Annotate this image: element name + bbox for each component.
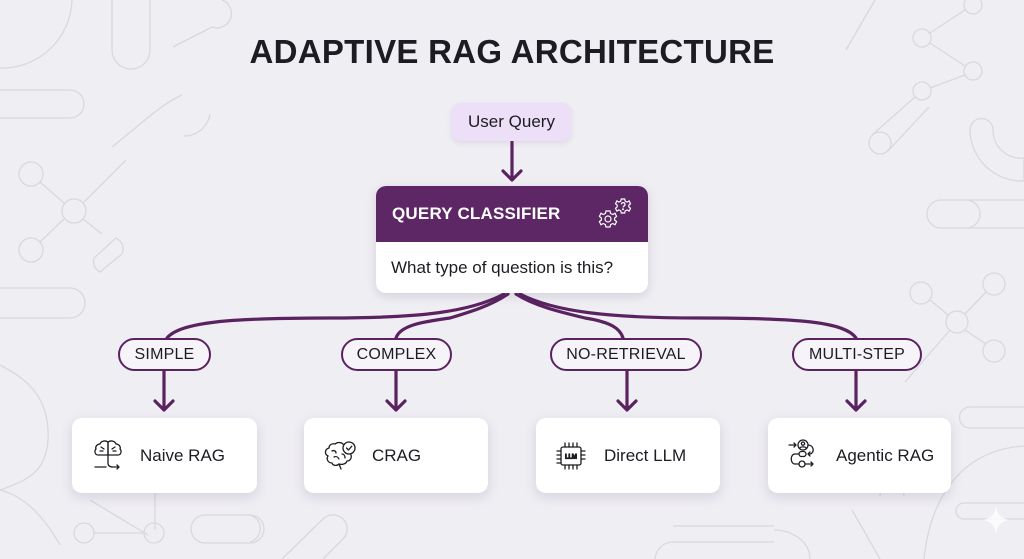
query-classifier-node: QUERY CLASSIFIER What type of question i… (376, 186, 648, 293)
arrow-simple-to-card (153, 369, 175, 412)
agent-workflow-icon (788, 438, 814, 468)
llm-chip-icon: LLM (556, 441, 586, 470)
target-label-naive-rag: Naive RAG (140, 445, 226, 465)
sparkle-watermark-icon (983, 505, 1009, 535)
arrow-noretrieval-to-card (616, 369, 638, 412)
brain-arrow-icon (94, 439, 122, 470)
arrow-user-to-classifier (501, 140, 523, 182)
target-card-agentic-rag: Agentic RAG (768, 418, 951, 493)
branch-multi-step (518, 292, 858, 340)
target-label-crag: CRAG (372, 445, 422, 465)
user-query-node: User Query (452, 103, 571, 141)
branch-complex (394, 292, 510, 340)
target-card-direct-llm: LLM Direct LLM (536, 418, 720, 493)
target-label-direct-llm: Direct LLM (604, 445, 687, 465)
svg-text:LLM: LLM (565, 454, 577, 460)
arrow-complex-to-card (385, 369, 407, 412)
arrow-multistep-to-card (845, 369, 867, 412)
target-card-naive-rag: Naive RAG (72, 418, 257, 493)
condition-pill-multi-step: MULTI-STEP (792, 338, 922, 371)
diagram-title: ADAPTIVE RAG ARCHITECTURE (249, 33, 775, 70)
branch-no-retrieval (514, 292, 625, 340)
condition-pill-complex: COMPLEX (341, 338, 452, 371)
classifier-question: What type of question is this? (391, 257, 614, 277)
classifier-header: QUERY CLASSIFIER (376, 186, 648, 242)
brain-check-icon (324, 440, 356, 470)
branch-simple (165, 292, 506, 340)
condition-pill-simple: SIMPLE (118, 338, 211, 371)
gears-question-icon (598, 198, 632, 228)
classifier-title: QUERY CLASSIFIER (392, 204, 561, 223)
condition-pill-no-retrieval: NO-RETRIEVAL (550, 338, 702, 371)
target-card-crag: CRAG (304, 418, 488, 493)
target-label-agentic-rag: Agentic RAG (836, 445, 935, 465)
